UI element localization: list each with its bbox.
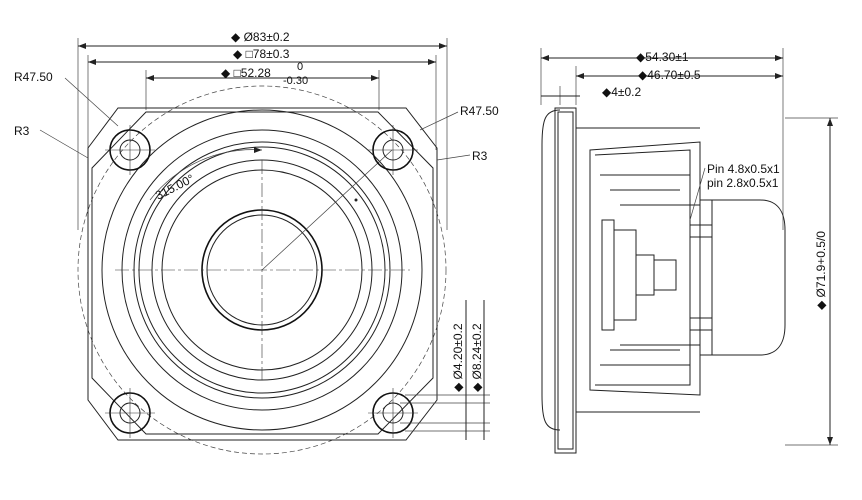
dim-inner-square-tol-lower: -0.30 (283, 75, 308, 87)
dim-flange: ◆4±0.2 (602, 85, 641, 99)
dim-outer-diameter: ◆ Ø83±0.2 (231, 30, 290, 44)
dim-total-depth: ◆54.30±1 (636, 50, 689, 64)
mounting-hole-top-right (368, 125, 418, 175)
pin-spec-2: pin 2.8x0.5x1 (707, 176, 779, 190)
dim-diameter: ◆ Ø71.9+0.5/0 (814, 231, 828, 310)
mounting-hole-bottom-left (105, 388, 155, 438)
dim-rear-depth: ◆46.70±0.5 (638, 68, 701, 82)
dim-square: ◆ □78±0.3 (233, 47, 290, 61)
hole-dim-8-24: ◆ Ø8.24±0.2 (470, 323, 484, 392)
radius-label-small-left: R3 (14, 124, 30, 138)
pin-spec-1: Pin 4.8x0.5x1 (707, 162, 780, 176)
mounting-hole-top-left (105, 125, 155, 175)
hole-dim-4-20: ◆ Ø4.20±0.2 (451, 323, 465, 392)
radius-label-upper-right: R47.50 (460, 104, 499, 118)
mounting-hole-bottom-right (368, 388, 418, 438)
side-view: ◆54.30±1 ◆46.70±0.5 ◆4±0.2 Pin 4.8x0.5x1… (540, 48, 838, 454)
radius-label-small-right: R3 (472, 149, 488, 163)
front-view: ◆ Ø83±0.2 ◆ □78±0.3 ◆ □52.28 0 -0.30 R47… (14, 30, 499, 455)
radius-label-upper-left: R47.50 (14, 70, 53, 84)
dim-inner-square: ◆ □52.28 (221, 66, 271, 80)
dim-inner-square-tol-upper: 0 (297, 61, 303, 73)
